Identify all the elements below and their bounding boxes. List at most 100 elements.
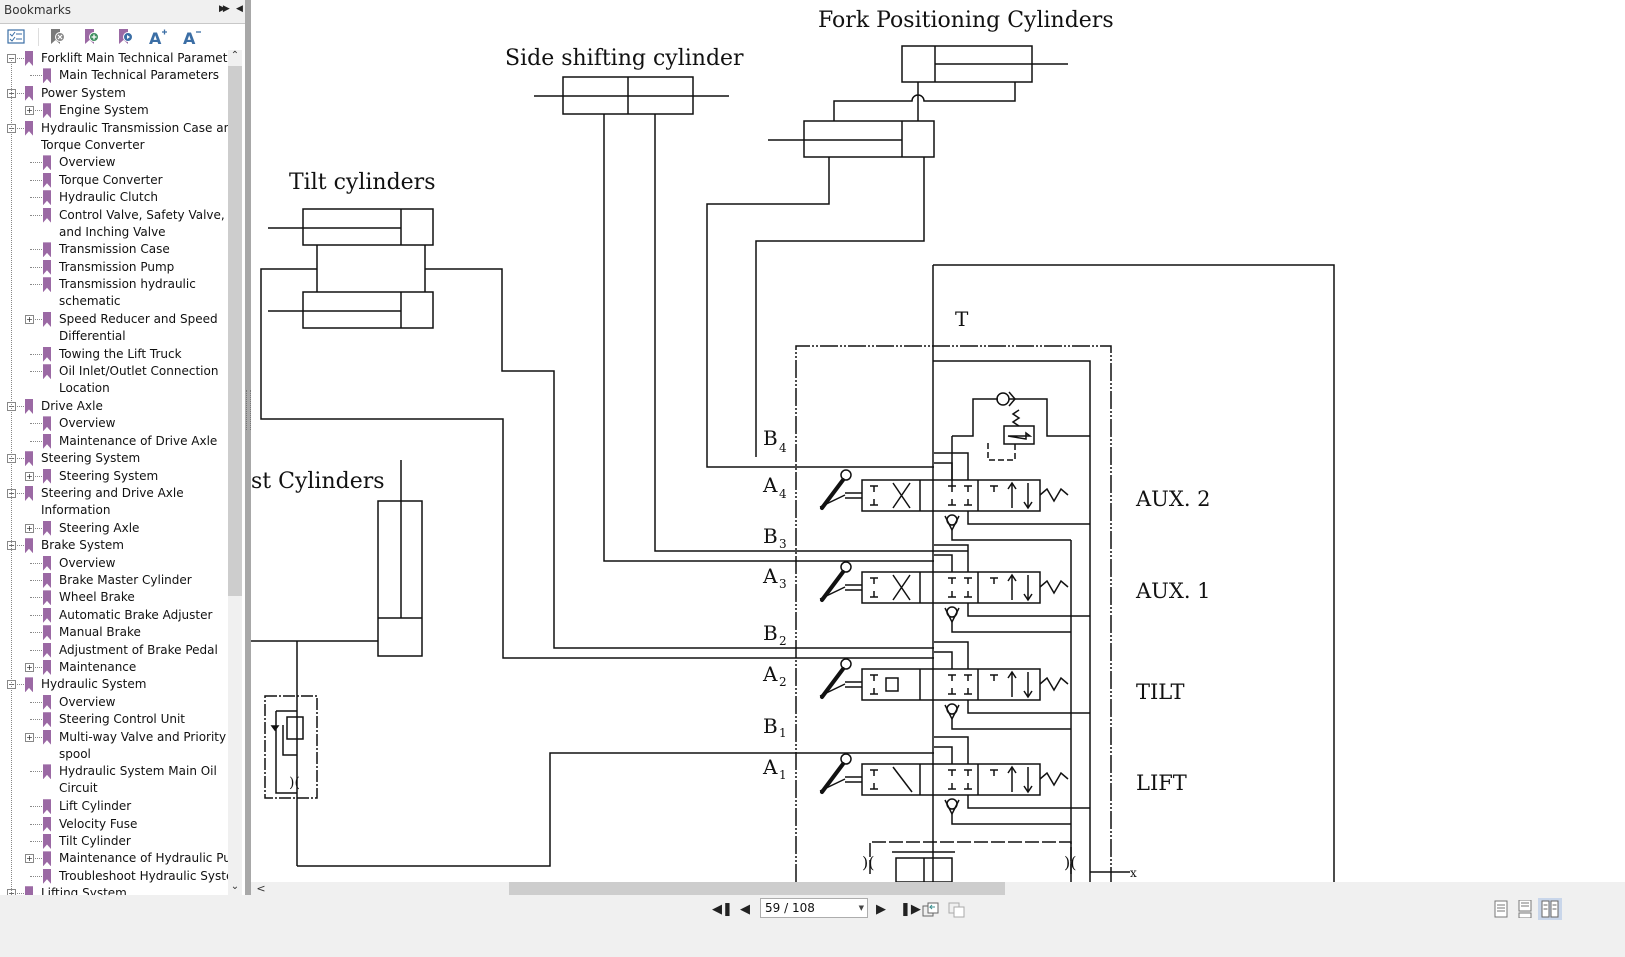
- bookmark-item[interactable]: Wheel Brake: [59, 589, 228, 606]
- bookmark-item[interactable]: Steering Control Unit: [59, 711, 228, 728]
- tree-connector: [12, 458, 24, 460]
- horizontal-scrollbar[interactable]: <: [251, 882, 1625, 895]
- bookmark-icon: [25, 538, 33, 554]
- bookmark-icon: [43, 729, 51, 745]
- scroll-up-icon[interactable]: ⌃: [230, 50, 240, 61]
- bookmark-label: Engine System: [59, 103, 149, 118]
- bookmark-options-icon[interactable]: [6, 28, 26, 46]
- bookmark-item[interactable]: Adjustment of Brake Pedal: [59, 642, 228, 659]
- decrease-font-icon[interactable]: A: [182, 28, 202, 46]
- bookmark-icon: [43, 433, 51, 449]
- port-b3-sub: 3: [779, 537, 787, 551]
- bookmark-item[interactable]: Brake System: [41, 537, 228, 554]
- scroll-left-icon[interactable]: <: [256, 882, 266, 895]
- document-view[interactable]: Fork Positioning Cylinders Side shifting…: [251, 0, 1625, 882]
- bookmarks-scroll-thumb[interactable]: [228, 66, 242, 596]
- expand-toggle-icon[interactable]: +: [25, 523, 34, 533]
- bookmark-item[interactable]: Control Valve, Safety Valve,and Inching …: [59, 207, 228, 241]
- bookmark-item[interactable]: Maintenance: [59, 659, 228, 676]
- bookmark-item[interactable]: Overview: [59, 415, 228, 432]
- facing-view-icon[interactable]: [1541, 900, 1559, 918]
- collapse-panel-icon[interactable]: ◀: [236, 4, 243, 14]
- port-a4-sub: 4: [779, 487, 787, 501]
- tree-connector: [30, 858, 42, 860]
- bookmark-item[interactable]: Troubleshoot Hydraulic System: [59, 868, 228, 885]
- bookmark-icon: [43, 520, 51, 536]
- bookmark-label: Information: [41, 503, 111, 517]
- bookmark-icon: [25, 677, 33, 693]
- bookmark-item[interactable]: Steering System: [59, 468, 228, 485]
- port-b1: B: [763, 714, 778, 738]
- expand-toggle-icon[interactable]: +: [25, 315, 34, 324]
- previous-page-button[interactable]: ◀: [740, 902, 750, 917]
- bookmark-item[interactable]: Overview: [59, 694, 228, 711]
- horizontal-scroll-thumb[interactable]: [509, 882, 1005, 895]
- bookmark-item[interactable]: Manual Brake: [59, 624, 228, 641]
- bookmark-item[interactable]: Forklift Main Technical Parameters: [41, 50, 228, 67]
- expand-toggle-icon[interactable]: +: [25, 854, 34, 864]
- bookmarks-scrollbar[interactable]: ⌃ ⌄: [228, 50, 242, 897]
- goto-bookmark-icon[interactable]: [116, 28, 136, 46]
- bookmark-item[interactable]: Power System: [41, 85, 228, 102]
- bookmark-item[interactable]: Steering System: [41, 450, 228, 467]
- expand-toggle-icon[interactable]: +: [25, 663, 34, 672]
- bookmark-item[interactable]: Torque Converter: [59, 172, 228, 189]
- single-page-view-icon[interactable]: [1492, 900, 1510, 918]
- bookmark-label: Hydraulic Clutch: [59, 190, 158, 205]
- bookmark-item[interactable]: Steering Axle: [59, 520, 228, 537]
- bookmark-icon: [43, 816, 51, 832]
- port-b2-sub: 2: [779, 634, 787, 648]
- expand-toggle-icon[interactable]: +: [25, 471, 34, 481]
- bookmark-item[interactable]: Hydraulic System: [41, 676, 228, 693]
- tree-connector: [30, 806, 42, 808]
- bookmark-item[interactable]: Velocity Fuse: [59, 816, 228, 833]
- port-a2: A: [762, 662, 778, 686]
- add-bookmark-icon[interactable]: [82, 28, 102, 46]
- delete-bookmark-icon[interactable]: [48, 28, 68, 46]
- bookmark-item[interactable]: Tilt Cylinder: [59, 833, 228, 850]
- bookmark-item[interactable]: Transmission Pump: [59, 259, 228, 276]
- previous-view-icon[interactable]: [922, 901, 940, 919]
- continuous-view-icon[interactable]: [1516, 900, 1534, 918]
- expand-panel-icon[interactable]: ▶▶: [219, 4, 230, 14]
- expand-toggle-icon[interactable]: +: [25, 106, 34, 116]
- next-page-button[interactable]: ▶: [876, 902, 886, 917]
- bookmark-item[interactable]: Overview: [59, 154, 228, 171]
- page-dropdown-icon[interactable]: ▼: [858, 904, 864, 912]
- bookmark-label: Differential: [59, 329, 126, 343]
- bookmark-item[interactable]: Drive Axle: [41, 398, 228, 415]
- bookmark-item[interactable]: Hydraulic Clutch: [59, 189, 228, 206]
- bookmark-item[interactable]: Overview: [59, 555, 228, 572]
- last-page-button[interactable]: ❚▶: [900, 902, 921, 917]
- next-view-icon[interactable]: [948, 901, 966, 919]
- bookmark-icon: [43, 694, 51, 710]
- tree-connector: [12, 493, 24, 494]
- bookmark-item[interactable]: Engine System: [59, 102, 228, 119]
- bookmark-item[interactable]: Brake Master Cylinder: [59, 572, 228, 589]
- bookmark-item[interactable]: Lift Cylinder: [59, 798, 228, 815]
- bookmark-icon: [43, 712, 51, 728]
- bookmark-label: Hydraulic System: [41, 677, 147, 692]
- page-number-field[interactable]: 59 / 108 ▼: [760, 898, 868, 918]
- splitter-grip[interactable]: [246, 390, 251, 430]
- increase-font-icon[interactable]: A: [148, 28, 168, 46]
- first-page-button[interactable]: ◀❚: [712, 902, 733, 917]
- bookmark-label: Circuit: [59, 781, 98, 796]
- bookmark-item[interactable]: Maintenance of Drive Axle: [59, 433, 228, 450]
- bookmark-item[interactable]: Towing the Lift Truck: [59, 346, 228, 363]
- bookmark-item[interactable]: Maintenance of Hydraulic Pump: [59, 850, 228, 867]
- bookmark-item[interactable]: Transmission Case: [59, 241, 228, 258]
- bookmark-item[interactable]: Main Technical Parameters: [59, 67, 228, 84]
- panel-splitter[interactable]: [245, 0, 251, 925]
- scroll-down-icon[interactable]: ⌄: [230, 881, 240, 892]
- tree-connector: [12, 893, 24, 895]
- expand-toggle-icon[interactable]: +: [25, 732, 34, 742]
- bookmark-item[interactable]: Automatic Brake Adjuster: [59, 607, 228, 624]
